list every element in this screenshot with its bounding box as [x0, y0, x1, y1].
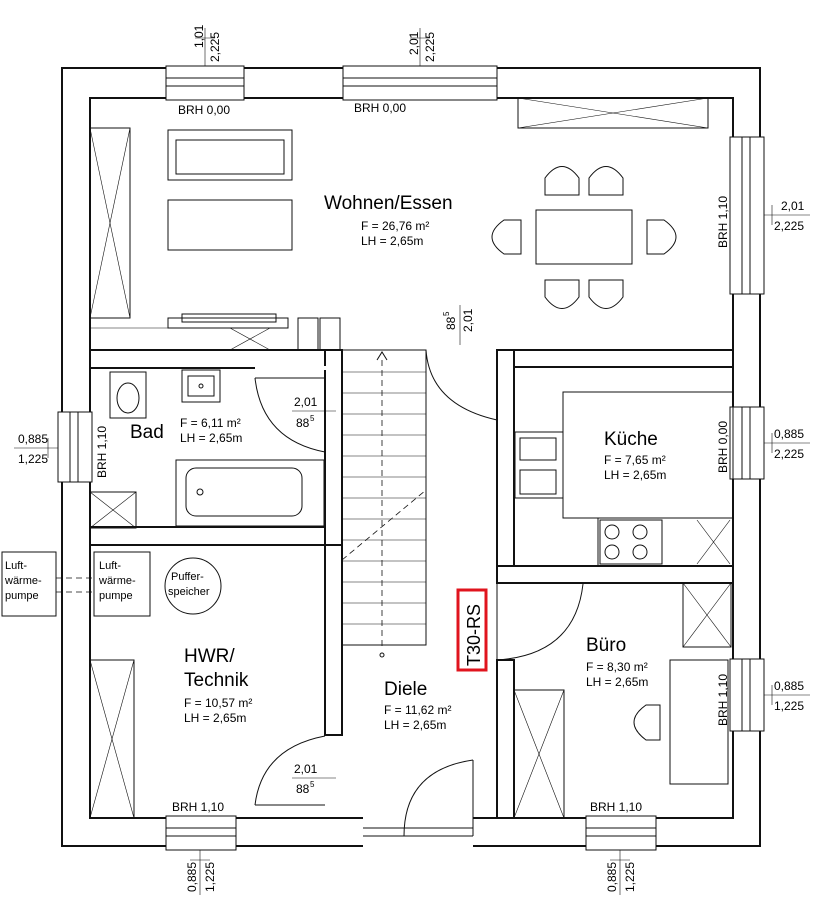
room-name-kueche: Küche [604, 429, 658, 450]
pump-outside-line2: wärme- [4, 575, 42, 587]
room-area-diele: F = 11,62 m² [384, 703, 451, 717]
stair-treads [342, 371, 426, 625]
room-name-diele: Diele [384, 679, 427, 700]
dim-door-bad-h: 88 [296, 416, 310, 430]
dim-right-bot-h: 1,225 [774, 699, 804, 713]
room-name-hwr-1: HWR/ [184, 646, 235, 667]
puffer-line2: speicher [168, 586, 210, 598]
dimension-lines [14, 28, 810, 895]
room-name-buero: Büro [586, 635, 626, 656]
room-area-buero: F = 8,30 m² [586, 660, 648, 674]
brh-right-top: BRH 1,10 [716, 196, 730, 248]
room-area-wohnen: F = 26,76 m² [361, 219, 429, 233]
room-height-bad: LH = 2,65m [180, 431, 242, 445]
pump-inside-line2: wärme- [98, 575, 136, 587]
dim-right-mid-h: 2,225 [774, 447, 804, 461]
dim-top-mid-h: 2,225 [423, 32, 437, 62]
room-area-hwr: F = 10,57 m² [184, 696, 252, 710]
brh-top-mid: BRH 0,00 [354, 101, 406, 115]
door-rating-box [456, 588, 488, 672]
room-name-wohnen: Wohnen/Essen [324, 193, 453, 214]
room-name-bad: Bad [130, 422, 164, 443]
dim-top-mid-w: 2,01 [407, 31, 421, 55]
pump-outside-line3: pumpe [5, 590, 39, 602]
dim-right-top-w: 2,01 [781, 199, 805, 213]
room-height-wohnen: LH = 2,65m [361, 234, 423, 248]
dim-door-wohnen-sup: 5 [442, 311, 451, 316]
dim-door-hwr-sup: 5 [310, 780, 315, 789]
room-height-buero: LH = 2,65m [586, 675, 648, 689]
dim-door-bad-w: 2,01 [294, 395, 318, 409]
technical-labels: Luft- wärme- pumpe Luft- wärme- pumpe Pu… [4, 560, 210, 602]
dim-door-hwr-w: 2,01 [294, 762, 318, 776]
dimension-labels: 1,01 2,225 2,01 2,225 2,01 2,225 0,885 2… [18, 24, 805, 892]
room-labels: Wohnen/Essen F = 26,76 m² LH = 2,65m Bad… [130, 193, 666, 732]
brh-top-left: BRH 0,00 [178, 103, 230, 117]
door-rating-marker: T30-RS [456, 588, 488, 672]
brh-left: BRH 1,10 [95, 426, 109, 478]
dim-right-top-h: 2,225 [774, 219, 804, 233]
room-height-diele: LH = 2,65m [384, 718, 446, 732]
dim-top-left-h: 2,225 [208, 32, 222, 62]
dim-right-mid-w: 0,885 [774, 427, 804, 441]
pump-inside-line3: pumpe [99, 590, 133, 602]
dim-door-wohnen-h: 88 [444, 316, 458, 330]
dim-bot-right-w: 0,885 [605, 862, 619, 892]
room-name-hwr-2: Technik [184, 670, 249, 691]
room-height-hwr: LH = 2,65m [184, 711, 246, 725]
doors [254, 349, 584, 837]
pump-inside-line1: Luft- [99, 560, 121, 572]
brh-labels: BRH 0,00 BRH 0,00 BRH 1,10 BRH 1,10 BRH … [95, 101, 730, 814]
dim-bot-left-w: 0,885 [185, 862, 199, 892]
pump-outside-line1: Luft- [5, 560, 27, 572]
dim-bot-right-h: 1,225 [623, 862, 637, 892]
furniture [1, 97, 734, 819]
dim-bot-left-h: 1,225 [203, 862, 217, 892]
dim-door-bad-sup: 5 [310, 414, 315, 423]
brh-right-bot: BRH 1,10 [716, 674, 730, 726]
dim-left-w: 0,885 [18, 432, 48, 446]
dim-door-wohnen-w: 2,01 [461, 308, 475, 332]
interior-walls [89, 349, 734, 819]
room-area-bad: F = 6,11 m² [180, 416, 241, 430]
door-rating-label: T30-RS [464, 604, 484, 666]
dim-door-hwr-h: 88 [296, 782, 310, 796]
brh-right-mid: BRH 0,00 [716, 421, 730, 473]
puffer-line1: Puffer- [171, 571, 204, 583]
dim-top-left-w: 1,01 [192, 24, 206, 48]
room-area-kueche: F = 7,65 m² [604, 453, 666, 467]
room-height-kueche: LH = 2,65m [604, 468, 666, 482]
brh-bot-left: BRH 1,10 [172, 800, 224, 814]
windows [57, 65, 765, 851]
dim-left-h: 1,225 [18, 452, 48, 466]
brh-bot-right: BRH 1,10 [590, 800, 642, 814]
dim-right-bot-w: 0,885 [774, 679, 804, 693]
